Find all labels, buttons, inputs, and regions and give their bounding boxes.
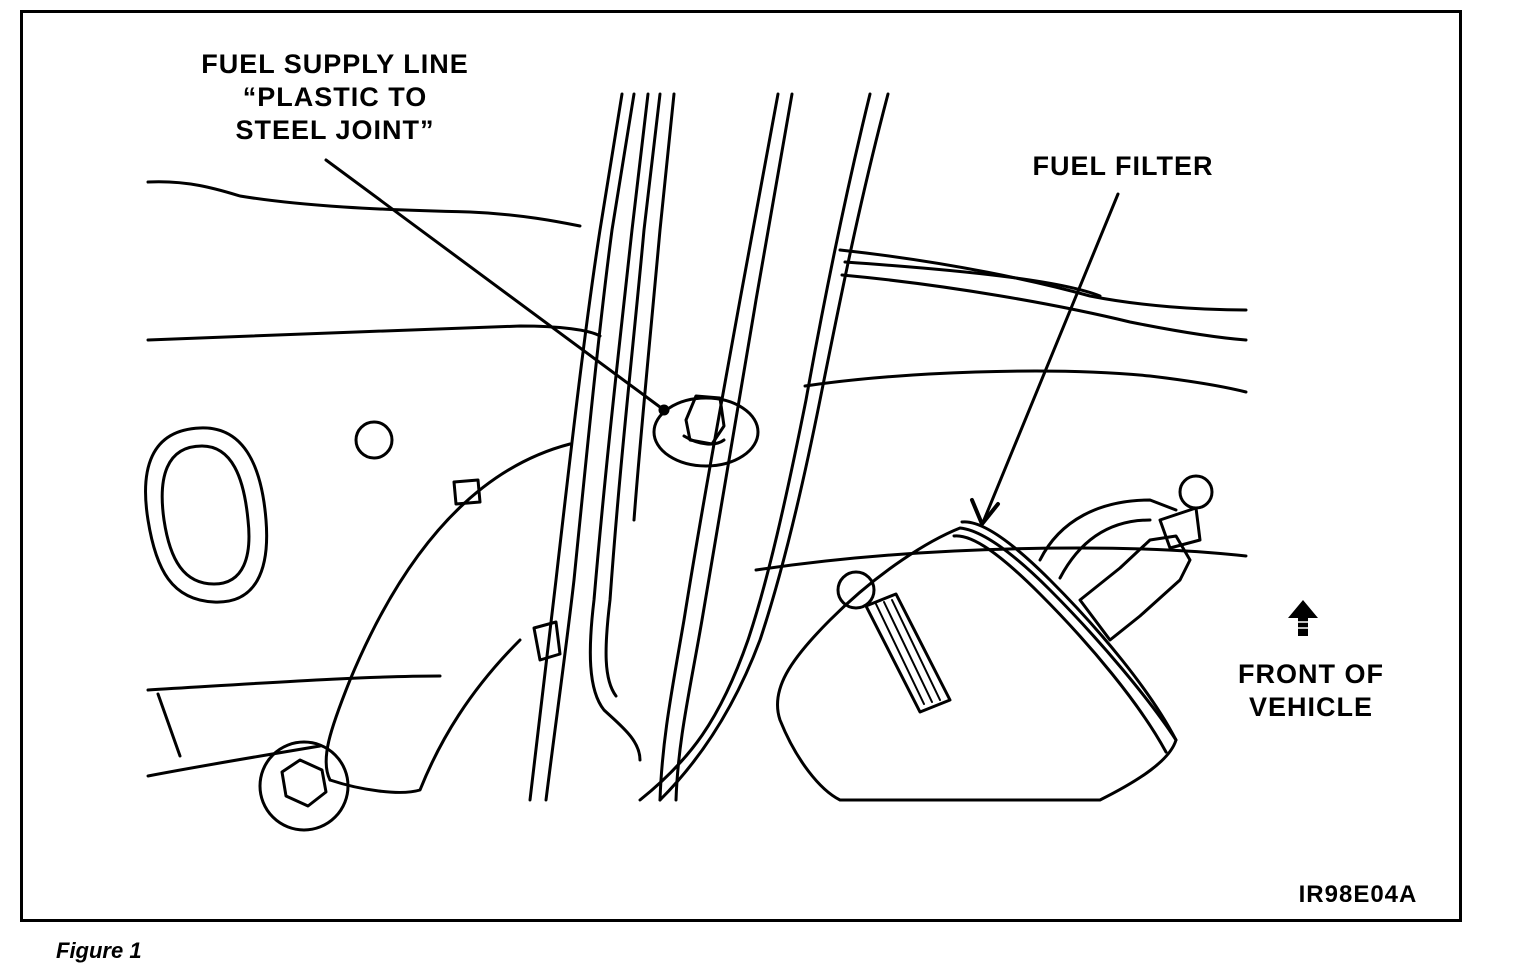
line-clip	[532, 620, 562, 662]
joint-fitting-2	[682, 434, 726, 446]
body-line-right-1	[838, 248, 1248, 312]
strap	[864, 592, 952, 714]
small-hole	[354, 420, 394, 460]
outlet-neck	[1158, 506, 1202, 550]
outlet-pipe	[1038, 498, 1178, 580]
figure-frame	[20, 10, 1462, 922]
front-of-vehicle-label-line1: FRONT OF	[1238, 659, 1384, 689]
body-line-right-5	[754, 546, 1248, 572]
bolt-hex	[280, 758, 328, 808]
fuel-line-3	[588, 92, 650, 762]
outlet-knob	[1178, 474, 1214, 510]
fuel-filter-leader	[982, 192, 1120, 522]
fuel-line-2	[544, 92, 636, 802]
fuel-supply-line-label-line3: STEEL JOINT”	[235, 115, 435, 145]
figure-caption: Figure 1	[56, 938, 142, 963]
small-tab	[452, 478, 482, 506]
joint-circle	[652, 396, 760, 468]
front-of-vehicle-label: FRONT OF VEHICLE	[1216, 658, 1406, 724]
fuel-line-7	[674, 92, 794, 802]
fuel-line-1	[528, 92, 624, 802]
fuel-supply-leader	[324, 158, 666, 412]
fuel-line-8	[658, 92, 890, 802]
oval-cutout-outer	[144, 426, 269, 604]
fuel-line-6	[658, 92, 780, 802]
lower-edge-left-2	[146, 744, 322, 778]
body-line-right-4	[803, 369, 1248, 394]
fuel-filter-label: FUEL FILTER	[1032, 151, 1214, 181]
fuel-filter-rim-2	[952, 534, 1168, 754]
fuel-line-4	[604, 92, 662, 698]
figure-code: IR98E04A	[1298, 881, 1418, 908]
oval-cutout-inner	[160, 444, 251, 586]
fuel-filter-rim	[960, 520, 1178, 742]
lower-vert-left	[156, 692, 182, 758]
body-line-right-3	[840, 273, 1248, 342]
body-line-right-2	[843, 260, 1102, 298]
panel-edge-mid	[146, 324, 602, 342]
fuel-supply-line-label-line1: FUEL SUPPLY LINE	[201, 49, 469, 79]
fuel-filter-leader-arrow	[970, 498, 1000, 526]
strap-hatch	[875, 599, 941, 705]
fuel-line-9	[638, 92, 872, 802]
fuel-line-5	[632, 92, 676, 522]
bracket-left	[324, 442, 572, 782]
fuel-supply-leader-dot	[658, 404, 670, 416]
front-of-vehicle-label-line2: VEHICLE	[1248, 692, 1374, 722]
outlet-fitting	[1078, 534, 1192, 642]
up-arrow-icon	[1288, 600, 1318, 636]
fuel-filter-body	[775, 526, 1178, 802]
lower-edge-left	[146, 674, 442, 692]
panel-edge-top	[146, 180, 582, 228]
bracket-left-2	[328, 638, 522, 794]
fuel-supply-line-label: FUEL SUPPLY LINE “PLASTIC TO STEEL JOINT…	[170, 48, 500, 147]
bolt-lower-left	[258, 740, 350, 832]
fuel-supply-line-label-line2: “PLASTIC TO	[242, 82, 428, 112]
strap-bolt	[836, 570, 876, 610]
